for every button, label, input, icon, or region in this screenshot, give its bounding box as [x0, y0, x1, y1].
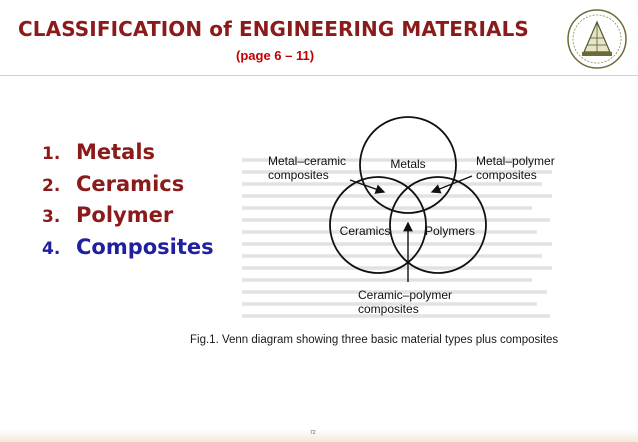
list-item-composites: 4. Composites: [42, 235, 214, 267]
slide-title: CLASSIFICATION of ENGINEERING MATERIALS: [18, 17, 529, 41]
metal-ceramic-arrow: [349, 179, 386, 194]
metals-circle: [359, 116, 457, 214]
list-item-ceramics: 2. Ceramics: [42, 172, 214, 204]
figure-caption: Fig.1. Venn diagram showing three basic …: [190, 334, 559, 346]
metal-polymer-line2: composites: [476, 168, 537, 182]
list-label: Ceramics: [76, 171, 185, 196]
title-divider: [0, 75, 638, 76]
material-list: 1. Metals 2. Ceramics 3. Polymer 4. Composit…: [42, 140, 214, 266]
list-label: Composites: [76, 234, 214, 259]
ceramic-polymer-line2: composites: [358, 302, 419, 316]
slide-subtitle: (page 6 – 11): [236, 48, 315, 63]
list-number: 1.: [42, 144, 61, 164]
list-number: 2.: [42, 175, 61, 196]
metal-ceramic-line2: composites: [268, 168, 329, 182]
list-number: 3.: [42, 207, 61, 227]
polymers-circle: [389, 176, 487, 274]
ceramic-polymer-composites-label: Ceramic–polymer composites: [358, 288, 455, 316]
metal-polymer-arrow: [430, 175, 473, 194]
list-label: Polymer: [76, 203, 174, 227]
footer-bar: [0, 430, 638, 442]
metal-ceramic-composites-label: Metal–ceramic composites: [268, 154, 349, 182]
ceramics-circle: [329, 176, 427, 274]
metals-label: Metals: [390, 157, 425, 171]
list-item-polymer: 3. Polymer: [42, 203, 214, 235]
university-logo: [567, 9, 627, 69]
venn-diagram: Metals Ceramics Polymers Metal–ceramic c…: [242, 116, 558, 318]
list-number: 4.: [42, 238, 61, 259]
list-item-metals: 1. Metals: [42, 140, 214, 172]
background-text-lines: [242, 158, 552, 318]
metal-ceramic-line1: Metal–ceramic: [268, 154, 346, 168]
metal-polymer-composites-label: Metal–polymer composites: [476, 154, 558, 182]
ceramic-polymer-line1: Ceramic–polymer: [358, 288, 452, 302]
metal-polymer-line1: Metal–polymer: [476, 154, 555, 168]
page-number: 72: [310, 430, 316, 436]
list-label: Metals: [76, 140, 156, 164]
polymers-label: Polymers: [425, 224, 475, 238]
ceramics-label: Ceramics: [340, 224, 391, 238]
